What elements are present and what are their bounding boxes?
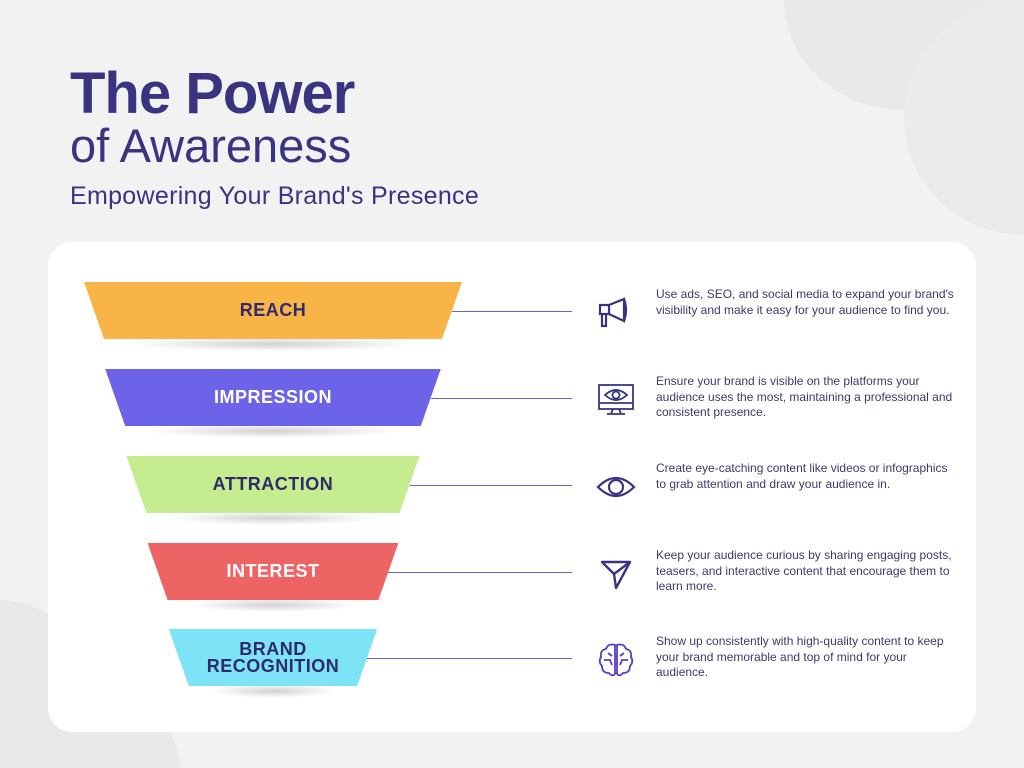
brain-icon	[596, 640, 636, 680]
send-icon	[596, 554, 636, 594]
connector-line	[430, 397, 572, 399]
connector-line	[452, 310, 572, 312]
funnel-stage-impression: IMPRESSION	[105, 369, 441, 426]
stage-shadow	[187, 598, 359, 612]
connector-line	[388, 571, 572, 573]
connector-line	[409, 484, 572, 486]
stage-shadow	[124, 337, 422, 351]
funnel-stage-brand-recognition: BRAND RECOGNITION	[169, 629, 377, 686]
page-subtitle: Empowering Your Brand's Presence	[70, 182, 480, 210]
eye-icon	[596, 467, 636, 507]
connector-line	[367, 657, 572, 659]
page-title: The Power	[70, 61, 355, 126]
page-title-line2: of Awareness	[70, 119, 352, 172]
monitor-eye-icon	[596, 380, 636, 420]
stage-shadow	[208, 684, 338, 698]
stage-label: REACH	[239, 300, 307, 320]
stage-description: Show up consistently with high-quality c…	[656, 634, 944, 679]
stage-label: BRAND RECOGNITION	[206, 638, 340, 676]
stage-label: IMPRESSION	[213, 387, 332, 407]
stage-shadow	[145, 424, 401, 438]
stage-shadow	[166, 511, 380, 525]
stage-description: Keep your audience curious by sharing en…	[656, 548, 952, 593]
stage-label: ATTRACTION	[212, 474, 334, 494]
stage-description: Use ads, SEO, and social media to expand…	[656, 287, 954, 317]
megaphone-icon	[596, 293, 636, 333]
stage-description: Ensure your brand is visible on the plat…	[656, 374, 953, 419]
funnel-stage-reach: REACH	[84, 282, 462, 339]
funnel-stage-interest: INTEREST	[148, 543, 399, 600]
stage-label: INTEREST	[226, 561, 320, 581]
funnel-stage-attraction: ATTRACTION	[126, 456, 419, 513]
stage-description: Create eye-catching content like videos …	[656, 461, 948, 491]
